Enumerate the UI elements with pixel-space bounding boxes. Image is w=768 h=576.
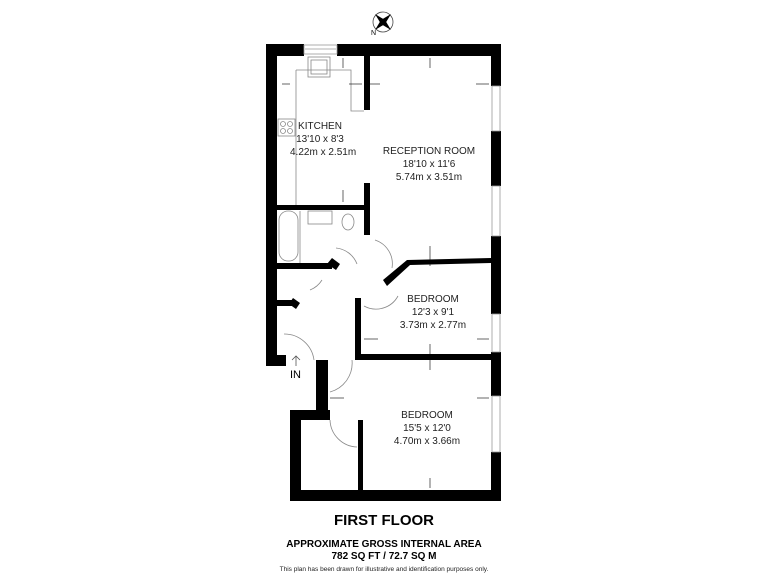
- room-imperial: 12'3 x 9'1: [411, 307, 455, 318]
- room-imperial: 18'10 x 11'6: [402, 159, 456, 170]
- room-name: BEDROOM: [401, 410, 453, 421]
- disclaimer: This plan has been drawn for illustrativ…: [279, 566, 489, 573]
- room-metric: 4.22m x 2.51m: [290, 147, 357, 158]
- room-bedroom-1: BEDROOM 12'3 x 9'1 3.73m x 2.77m: [398, 293, 468, 332]
- floor-title: FIRST FLOOR: [334, 512, 434, 529]
- entrance-arrow-icon: [291, 355, 301, 366]
- fixtures: [277, 56, 399, 448]
- room-name: RECEPTION ROOM: [382, 146, 476, 157]
- dimension-arrows: [282, 58, 489, 488]
- north-label: N: [371, 30, 377, 37]
- room-bedroom-2: BEDROOM 15'5 x 12'0 4.70m x 3.66m: [392, 409, 462, 448]
- room-imperial: 15'5 x 12'0: [403, 423, 451, 434]
- room-imperial: 13'10 x 8'3: [296, 134, 344, 145]
- hob-icon: [277, 118, 296, 137]
- windows: [303, 44, 501, 453]
- walls: [266, 44, 501, 501]
- room-metric: 5.74m x 3.51m: [395, 172, 463, 183]
- room-kitchen: KITCHEN 13'10 x 8'3 4.22m x 2.51m: [290, 120, 357, 159]
- room-metric: 3.73m x 2.77m: [399, 320, 467, 331]
- area-heading: APPROXIMATE GROSS INTERNAL AREA: [286, 539, 482, 550]
- compass-icon: [372, 11, 394, 33]
- room-name: KITCHEN: [298, 121, 342, 132]
- area-value: 782 SQ FT / 72.7 SQ M: [331, 551, 437, 562]
- room-name: BEDROOM: [407, 294, 459, 305]
- room-metric: 4.70m x 3.66m: [393, 436, 461, 447]
- room-reception: RECEPTION ROOM 18'10 x 11'6 5.74m x 3.51…: [380, 145, 478, 184]
- entrance-label: IN: [290, 369, 301, 381]
